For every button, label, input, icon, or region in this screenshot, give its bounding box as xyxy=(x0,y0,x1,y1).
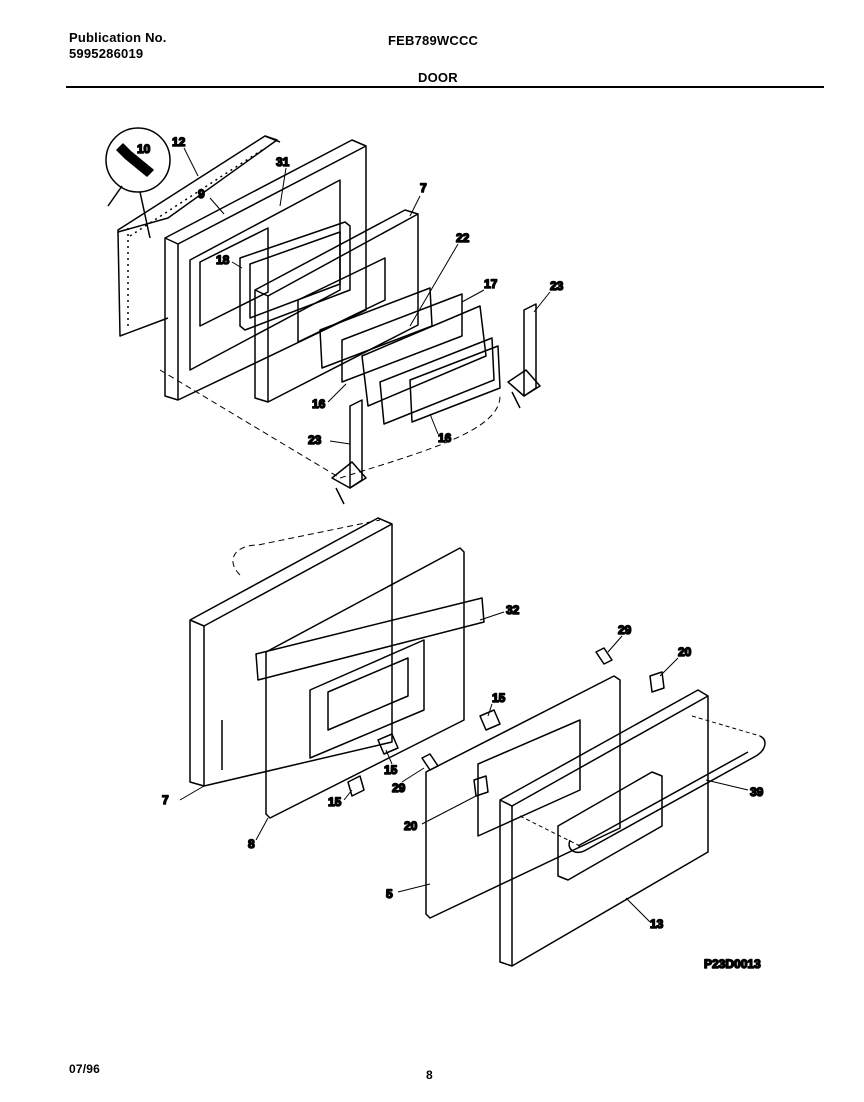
callout-23-right: 23 xyxy=(550,279,564,293)
hinge-right xyxy=(507,303,541,409)
publication-number: 5995286019 xyxy=(69,46,144,61)
door-liner xyxy=(117,135,281,337)
callout-20-upper: 20 xyxy=(678,645,692,659)
alignment-lines xyxy=(159,369,501,576)
callout-29-lower: 29 xyxy=(392,781,406,795)
footer-date: 07/96 xyxy=(69,1062,101,1076)
footer-page: 8 xyxy=(426,1068,433,1082)
window-pack xyxy=(319,287,501,425)
callout-20-lower: 20 xyxy=(404,819,418,833)
callout-10: 10 xyxy=(137,142,151,156)
callout-29-upper: 29 xyxy=(618,623,632,637)
insulation-upper xyxy=(254,209,419,403)
brackets xyxy=(347,709,501,797)
callout-32: 32 xyxy=(506,603,520,617)
leader-lines xyxy=(179,147,749,923)
callout-17: 17 xyxy=(484,277,498,291)
hinge-left xyxy=(331,399,367,505)
callout-31: 31 xyxy=(276,155,290,169)
insulation-lower xyxy=(189,517,393,787)
callout-15-left: 15 xyxy=(328,795,342,809)
publication-label: Publication No. xyxy=(69,30,167,45)
callout-5: 5 xyxy=(386,887,393,901)
screw-detail xyxy=(105,127,171,239)
callout-39: 39 xyxy=(750,785,764,799)
callout-15-right: 15 xyxy=(492,691,506,705)
door-handle xyxy=(519,715,766,854)
door-inner-lower xyxy=(265,547,465,819)
spacer-panel xyxy=(255,597,485,681)
callout-22: 22 xyxy=(456,231,470,245)
pins-and-pads xyxy=(421,647,665,797)
window-gasket xyxy=(239,221,351,331)
callout-7-upper: 7 xyxy=(420,181,427,195)
callout-18: 18 xyxy=(216,253,230,267)
section-title: DOOR xyxy=(418,70,458,85)
callout-16-right: 16 xyxy=(438,431,452,445)
callout-23-left: 23 xyxy=(308,433,322,447)
door-inner-panel xyxy=(164,139,367,401)
callout-13: 13 xyxy=(650,917,664,931)
model-number: FEB789WCCC xyxy=(388,33,479,48)
header-rule xyxy=(66,86,824,88)
callout-7-lower: 7 xyxy=(162,793,169,807)
glass-panel xyxy=(425,675,621,919)
callout-16-left: 16 xyxy=(312,397,326,411)
callout-8: 8 xyxy=(248,837,255,851)
callout-9: 9 xyxy=(198,187,205,201)
callout-12: 12 xyxy=(172,135,186,149)
callout-15-middle: 15 xyxy=(384,763,398,777)
diagram-code: P23D0013 xyxy=(704,957,761,971)
outer-door xyxy=(499,689,709,967)
